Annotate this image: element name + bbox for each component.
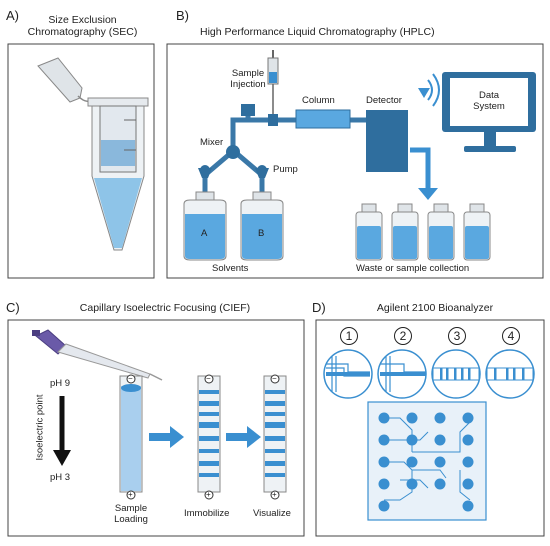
visualize-label: Visualize (253, 508, 291, 519)
sample-injection-line1: Sample (231, 68, 265, 79)
solvent-bottle-b (240, 191, 284, 261)
step-number-1: 1 (340, 327, 358, 345)
panel-b-frame (166, 43, 544, 279)
sec-spin-column (37, 57, 149, 251)
bottle-b-label: B (258, 228, 265, 239)
panel-a-frame (7, 43, 155, 279)
step-arrow-2 (226, 426, 261, 448)
capillary-visualize (263, 374, 287, 500)
electrode-minus-2 (204, 374, 214, 384)
tube-lid (37, 57, 83, 103)
pump-a (198, 165, 212, 178)
sample-loading-line1: Sample (114, 503, 148, 514)
step-number-4: 4 (502, 327, 520, 345)
step-number-3: 3 (448, 327, 466, 345)
tube-rim (87, 97, 149, 107)
capillary-immobilize (197, 374, 221, 500)
tube-liquid (94, 178, 142, 248)
electrode-minus-sign-3: − (272, 374, 277, 383)
electrode-plus-sign-2: + (206, 490, 211, 499)
panel-a-title: Size Exclusion Chromatography (SEC) (20, 14, 145, 38)
immobilize-label: Immobilize (184, 508, 230, 519)
solvents-label: Solvents (212, 263, 249, 274)
panel-a-letter: A) (6, 8, 19, 23)
hplc-column (295, 109, 351, 129)
data-system-label: Data System (450, 90, 528, 112)
injector-valve (241, 104, 255, 116)
step-arrow-1 (149, 426, 184, 448)
injector-port (268, 114, 278, 126)
panel-c-letter: C) (6, 300, 20, 315)
sample-loading-label: Sample Loading (100, 503, 162, 525)
electrode-plus-1 (126, 490, 136, 500)
cief-diagram (32, 329, 287, 500)
electrode-plus-sign-3: + (272, 490, 277, 499)
panel-d-title: Agilent 2100 Bioanalyzer (376, 302, 494, 314)
panel-c-title: Capillary Isoelectric Focusing (CIEF) (79, 302, 251, 314)
electrode-minus-1 (126, 374, 136, 384)
waste-collection-label: Waste or sample collection (356, 263, 470, 274)
data-system-line2: System (473, 101, 505, 112)
step-circle-4 (485, 349, 535, 399)
hplc-system (183, 50, 536, 261)
detector-label: Detector (366, 95, 402, 106)
column-resin (101, 140, 135, 166)
waste-arrow (410, 147, 431, 190)
pipette-icon (32, 329, 163, 381)
column-label: Column (302, 95, 335, 106)
electrode-plus-3 (270, 490, 280, 500)
sample-loading-line2: Loading (114, 514, 148, 525)
pump-label: Pump (273, 164, 298, 175)
sample-injection-line2: Injection (230, 79, 266, 90)
electrode-plus-sign-1: + (128, 490, 133, 499)
mixer (226, 145, 240, 159)
step-circle-3 (431, 349, 481, 399)
waste-arrow-head (418, 188, 438, 200)
mixer-label: Mixer (200, 137, 224, 148)
solvent-bottle-a (183, 191, 227, 261)
vial-4 (463, 203, 491, 261)
bioanalyzer-diagram (323, 349, 535, 521)
panel-a-title-line1: Size Exclusion (48, 14, 117, 26)
data-system-line1: Data (478, 90, 500, 101)
capillary-sample-loading (119, 374, 143, 500)
ph-bottom-label: pH 3 (50, 472, 71, 483)
step-circle-1 (323, 349, 373, 399)
panel-b-letter: B) (176, 8, 189, 23)
collection-vials (355, 203, 491, 261)
electrode-minus-sign-1: − (128, 374, 133, 383)
panel-d-letter: D) (312, 300, 326, 315)
panel-d-frame (315, 319, 545, 537)
panel-c-frame (7, 319, 305, 537)
ph-top-label: pH 9 (50, 378, 71, 389)
panel-a-title-line2: Chromatography (SEC) (27, 26, 138, 38)
pump-b (255, 165, 269, 178)
vial-1 (355, 203, 383, 261)
step-number-2: 2 (394, 327, 412, 345)
electrode-plus-2 (204, 490, 214, 500)
hplc-detector (366, 110, 408, 172)
vial-2 (391, 203, 419, 261)
panel-b-title: High Performance Liquid Chromatography (… (200, 26, 435, 38)
syringe-icon (267, 50, 279, 118)
monitor-icon (442, 72, 536, 152)
isoelectric-axis-label: Isoelectric point (34, 394, 46, 461)
electrode-minus-3 (270, 374, 280, 384)
sample-injection-label: Sample Injection (220, 68, 276, 90)
step-circle-2 (377, 349, 427, 399)
bottle-a-label: A (201, 228, 208, 239)
electrode-minus-sign-2: − (206, 374, 211, 383)
bioanalyzer-chip (367, 401, 487, 521)
vial-3 (427, 203, 455, 261)
signal-icon (418, 73, 440, 107)
ph-axis-arrowhead (53, 450, 71, 466)
